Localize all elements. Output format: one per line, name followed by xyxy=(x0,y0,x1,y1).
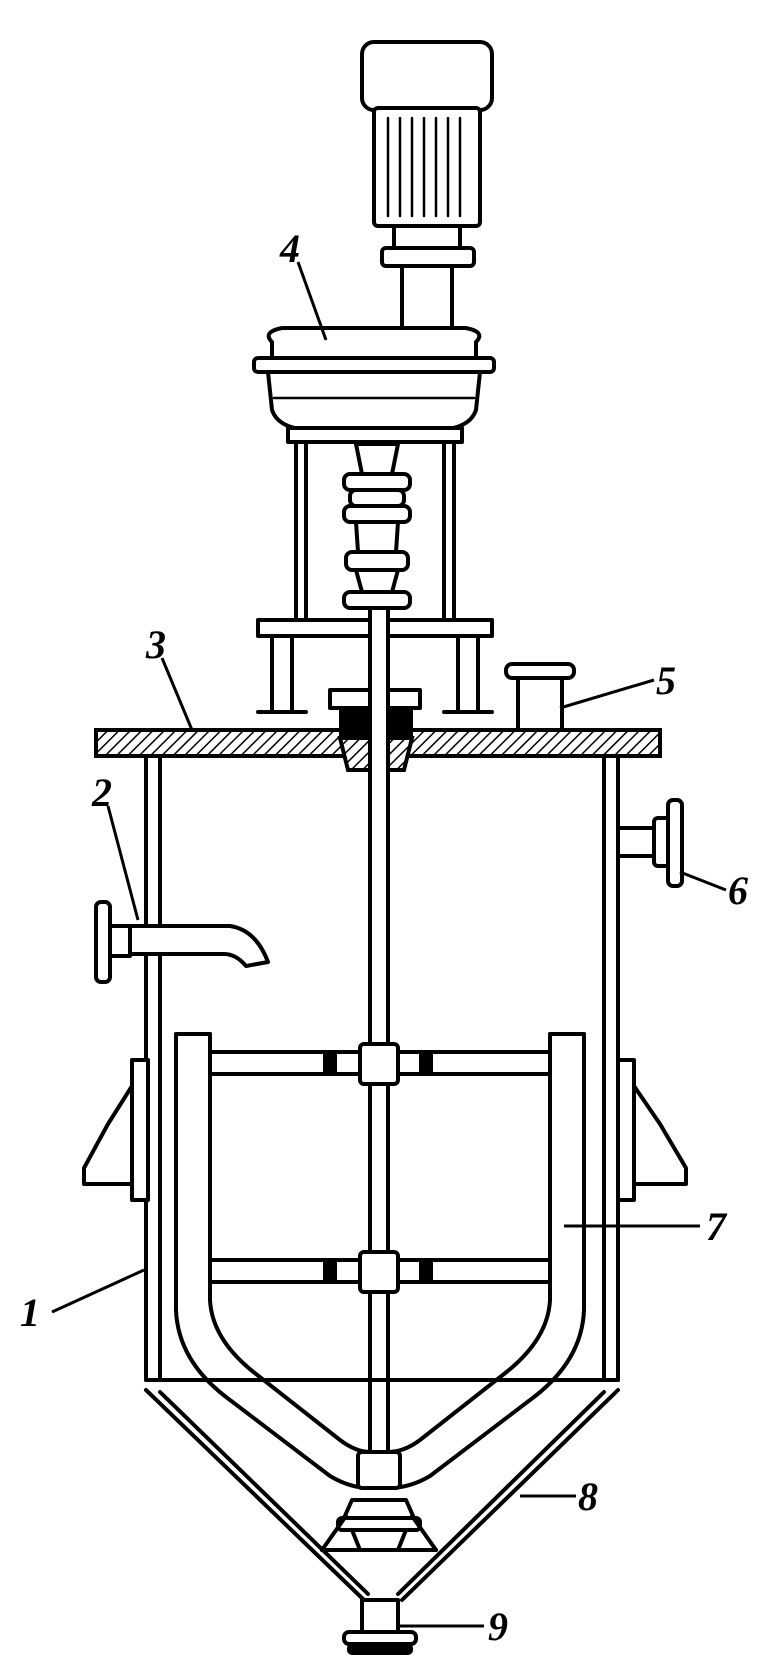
label-1: 1 xyxy=(20,1290,40,1335)
label-5: 5 xyxy=(656,658,676,703)
bottom-bearing xyxy=(320,1498,438,1552)
electric-motor xyxy=(360,40,494,330)
anchor-agitator xyxy=(174,1032,586,1490)
gearbox xyxy=(252,326,496,444)
support-lugs xyxy=(82,1058,688,1202)
label-6: 6 xyxy=(728,868,748,913)
shaft-coupling xyxy=(342,442,412,610)
part-labels: 1 2 3 4 5 6 7 8 9 xyxy=(20,226,748,1649)
label-3: 3 xyxy=(145,622,166,667)
label-7: 7 xyxy=(706,1204,728,1249)
leader-lines xyxy=(51,261,727,1628)
vessel-body xyxy=(144,754,620,1602)
label-8: 8 xyxy=(578,1474,598,1519)
inlet-pipe xyxy=(94,900,270,984)
bottom-outlet xyxy=(342,1598,418,1655)
top-nozzle xyxy=(504,662,576,732)
label-2: 2 xyxy=(91,770,112,815)
label-4: 4 xyxy=(279,226,300,271)
label-9: 9 xyxy=(488,1604,508,1649)
side-nozzle xyxy=(616,798,684,888)
